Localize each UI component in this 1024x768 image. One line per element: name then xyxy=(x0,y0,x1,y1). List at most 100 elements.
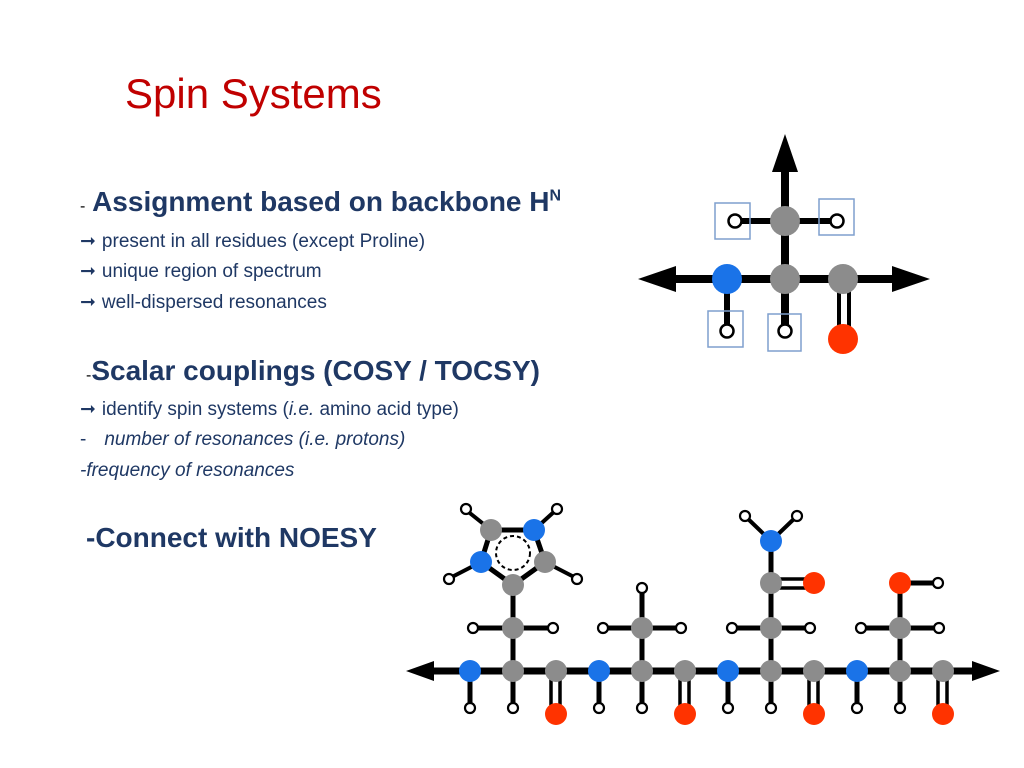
heading-dash: - xyxy=(80,198,86,215)
carbon-atom xyxy=(674,660,696,682)
nitrogen-atom xyxy=(459,660,481,682)
bullet-text-suffix: amino acid type) xyxy=(314,399,459,420)
hydrogen-atom xyxy=(725,621,739,635)
hydrogen-atom xyxy=(550,502,564,516)
bullet-present-all: ➞present in all residues (except Proline… xyxy=(80,230,425,253)
carbon-atom xyxy=(480,519,502,541)
highlight-box xyxy=(714,202,751,240)
single-residue-diagram xyxy=(638,134,930,354)
hydrogen-atom xyxy=(829,213,845,229)
scalar-heading-text: Scalar couplings (COSY / TOCSY) xyxy=(91,355,540,386)
carbon-atom xyxy=(770,264,800,294)
carbon-atom xyxy=(631,617,653,639)
slide-title: Spin Systems xyxy=(125,70,382,117)
hydrogen-atom xyxy=(592,701,606,715)
bullet-text: present in all residues (except Proline) xyxy=(101,231,426,252)
nitrogen-atom xyxy=(588,660,610,682)
hydrogen-atom xyxy=(635,701,649,715)
hydrogen-atom xyxy=(570,572,584,586)
hydrogen-atom xyxy=(777,323,793,339)
hydrogen-atom xyxy=(803,621,817,635)
highlight-box xyxy=(707,310,744,348)
hydrogen-atom xyxy=(459,502,473,516)
bullet-text: well-dispersed resonances xyxy=(101,292,327,313)
oxygen-atom xyxy=(828,324,858,354)
hydrogen-atom xyxy=(463,701,477,715)
nitrogen-atom xyxy=(523,519,545,541)
up-arrowhead-icon xyxy=(772,134,798,172)
hydrogen-atom xyxy=(719,323,735,339)
carbon-atom xyxy=(502,660,524,682)
hydrogen-atom xyxy=(674,621,688,635)
bullet-unique-region: ➞unique region of spectrum xyxy=(80,260,322,283)
arrow-icon: ➞ xyxy=(80,399,96,420)
nitrogen-atom xyxy=(712,264,742,294)
line-frequency-resonances: -frequency of resonances xyxy=(80,460,295,481)
assignment-heading-text: Assignment based on backbone H xyxy=(92,186,550,217)
carbon-atom xyxy=(828,264,858,294)
bullet-text: unique region of spectrum xyxy=(101,261,322,282)
superscript-n: N xyxy=(549,187,562,205)
carbon-atom xyxy=(889,617,911,639)
arrow-icon: ➞ xyxy=(80,261,96,282)
carbon-atom xyxy=(534,551,556,573)
oxygen-atom xyxy=(932,703,954,725)
arrow-icon: ➞ xyxy=(80,231,96,252)
left-arrowhead-icon xyxy=(638,266,676,292)
oxygen-atom xyxy=(545,703,567,725)
bullet-well-dispersed: ➞well-dispersed resonances xyxy=(80,291,327,314)
carbon-atom xyxy=(760,572,782,594)
hydrogen-atom xyxy=(850,701,864,715)
hydrogen-atom xyxy=(893,701,907,715)
nitrogen-atom xyxy=(760,530,782,552)
right-arrowhead-icon xyxy=(892,266,930,292)
oxygen-atom xyxy=(674,703,696,725)
hydrogen-atom xyxy=(931,576,945,590)
hydrogen-atom xyxy=(764,701,778,715)
assignment-heading: - Assignment based on backbone HN xyxy=(80,186,561,218)
bullet-text-prefix: identify spin systems ( xyxy=(101,399,289,420)
left-arrowhead-icon xyxy=(406,661,434,681)
hydrogen-atom xyxy=(854,621,868,635)
noesy-heading: -Connect with NOESY xyxy=(86,522,377,553)
oxygen-atom xyxy=(889,572,911,594)
carbon-atom xyxy=(502,617,524,639)
hydrogen-atom xyxy=(790,509,804,523)
heading-dash: - xyxy=(86,367,92,384)
hydrogen-atom xyxy=(635,581,649,595)
hydrogen-atom xyxy=(738,509,752,523)
aromatic-ring-icon xyxy=(495,535,531,571)
hydrogen-atom xyxy=(506,701,520,715)
carbon-atom xyxy=(932,660,954,682)
carbon-atom xyxy=(889,660,911,682)
peptide-chain-diagram xyxy=(406,502,1000,725)
oxygen-atom xyxy=(803,703,825,725)
carbon-atom xyxy=(502,574,524,596)
hydrogen-atom xyxy=(466,621,480,635)
bullet-text-italic: i.e. xyxy=(288,399,315,420)
hydrogen-atom xyxy=(442,572,456,586)
carbon-atom xyxy=(770,206,800,236)
oxygen-atom xyxy=(803,572,825,594)
hydrogen-atoms xyxy=(442,502,946,715)
line-text: number of resonances (i.e. protons) xyxy=(104,429,406,450)
carbon-atom xyxy=(631,660,653,682)
hydrogen-atom xyxy=(932,621,946,635)
scalar-couplings-heading: -Scalar couplings (COSY / TOCSY) xyxy=(86,355,540,387)
nitrogen-atom xyxy=(717,660,739,682)
nitrogen-atom xyxy=(470,551,492,573)
hydrogen-atom xyxy=(546,621,560,635)
hydrogen-atom xyxy=(721,701,735,715)
arrow-icon: ➞ xyxy=(80,292,96,313)
hydrogen-atom xyxy=(596,621,610,635)
nitrogen-atom xyxy=(846,660,868,682)
hydrogen-atom xyxy=(727,213,743,229)
highlight-box xyxy=(818,198,855,236)
carbon-atom xyxy=(545,660,567,682)
carbon-atom xyxy=(760,617,782,639)
carbon-atom xyxy=(760,660,782,682)
bullet-identify-spin: ➞identify spin systems (i.e. amino acid … xyxy=(80,398,459,421)
line-dash: - xyxy=(80,429,87,450)
highlight-box xyxy=(767,313,802,352)
